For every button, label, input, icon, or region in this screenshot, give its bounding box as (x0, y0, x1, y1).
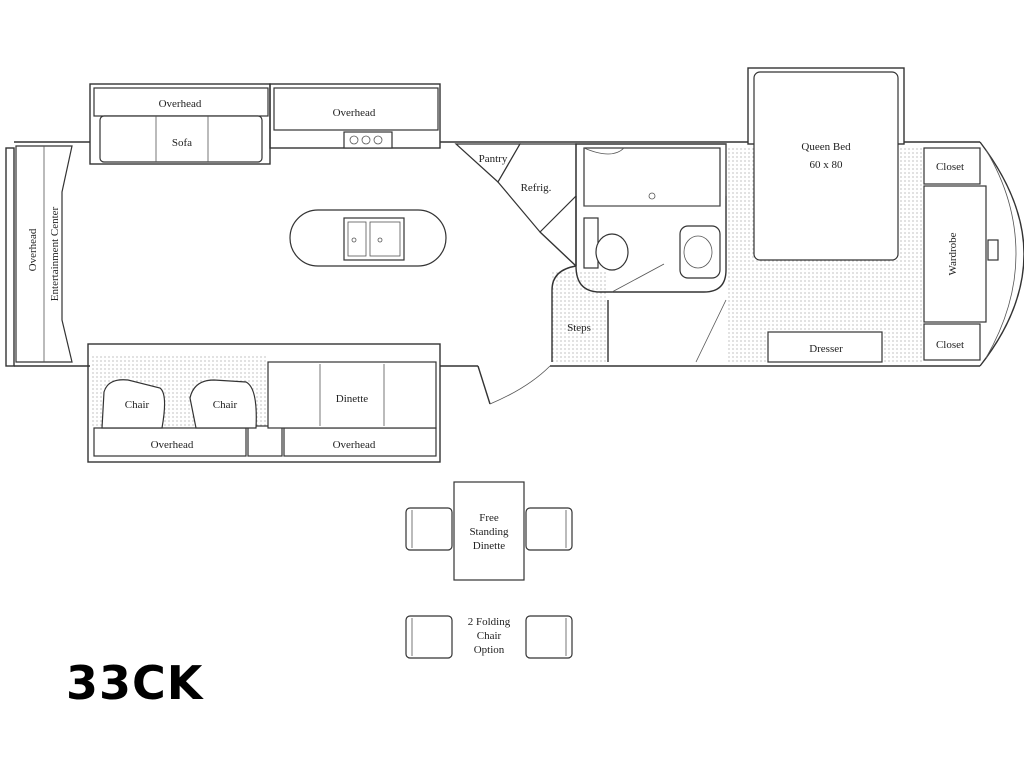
steps-area (477, 265, 609, 405)
label-wardrobe: Wardrobe (947, 232, 959, 275)
label-overhead-top-left: Overhead (159, 98, 202, 110)
rear-closets (923, 147, 999, 361)
outer-walls (5, 141, 1024, 367)
label-folding-3: Option (474, 644, 505, 656)
bathroom (575, 143, 727, 293)
label-steps: Steps (567, 322, 591, 334)
steps-carpet (552, 270, 608, 362)
folding-chair-option (405, 615, 573, 659)
label-free-standing-1: Free (479, 512, 499, 524)
label-entertainment-center: Entertainment Center (49, 206, 61, 301)
label-queen-bed: Queen Bed (801, 141, 851, 153)
kitchen-slideout (269, 83, 441, 149)
sofa-slideout (89, 83, 271, 165)
label-free-standing-3: Dinette (473, 540, 505, 552)
pantry-refrig (454, 143, 577, 267)
label-dinette: Dinette (336, 393, 368, 405)
label-chair-2: Chair (213, 399, 238, 411)
free-standing-dinette (405, 481, 573, 581)
label-overhead-top-right: Overhead (333, 107, 376, 119)
kitchen-island (289, 209, 447, 267)
label-closet-top: Closet (936, 161, 964, 173)
label-overhead-bottom-left: Overhead (151, 439, 194, 451)
label-free-standing-2: Standing (469, 526, 509, 538)
bedroom (695, 67, 905, 363)
label-overhead-front: Overhead (27, 228, 39, 271)
label-refrig: Refrig. (521, 182, 552, 194)
model-name: 33CK (66, 656, 204, 710)
label-closet-bottom: Closet (936, 339, 964, 351)
label-overhead-bottom-right: Overhead (333, 439, 376, 451)
label-dresser: Dresser (809, 343, 843, 355)
dinette-slideout (87, 343, 441, 463)
label-sofa: Sofa (172, 137, 192, 149)
label-chair-1: Chair (125, 399, 150, 411)
label-folding-2: Chair (477, 630, 502, 642)
label-folding-1: 2 Folding (468, 616, 511, 628)
label-pantry: Pantry (479, 153, 508, 165)
label-bed-size: 60 x 80 (810, 159, 844, 171)
